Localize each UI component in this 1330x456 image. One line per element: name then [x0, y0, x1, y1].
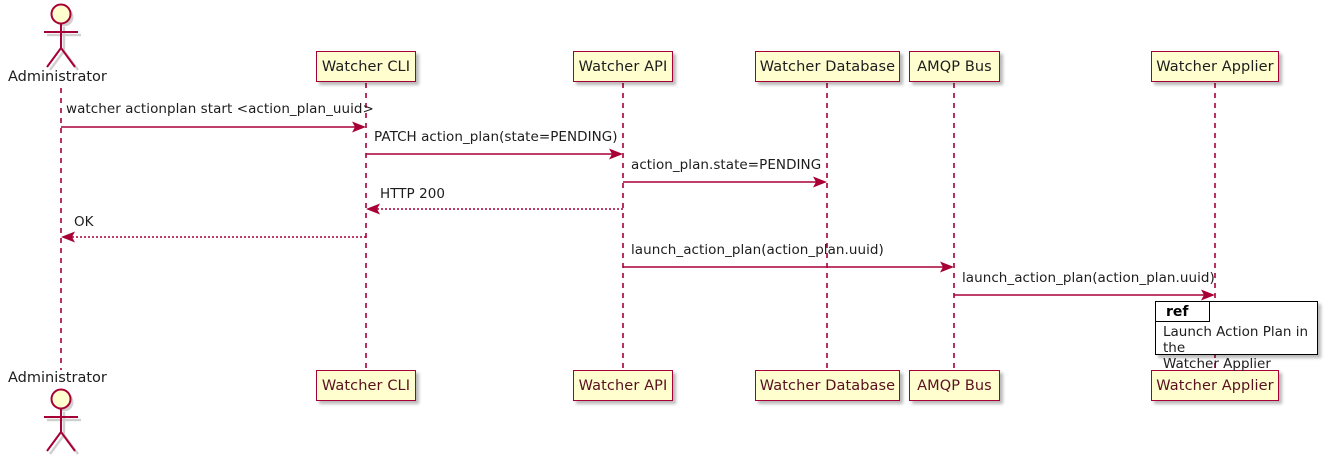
participant-box-watcher-cli-top[interactable]: Watcher CLI	[316, 51, 416, 82]
message-arrow-2	[366, 148, 623, 160]
ref-fragment-tab	[1156, 302, 1210, 322]
participant-box-label: Watcher API	[578, 58, 668, 75]
message-arrow-6	[623, 261, 954, 273]
participant-box-label: Watcher API	[578, 377, 668, 394]
participant-box-label: Watcher CLI	[321, 58, 411, 75]
message-label-6: launch_action_plan(action_plan.uuid)	[631, 242, 884, 258]
message-label-2: PATCH action_plan(state=PENDING)	[374, 129, 618, 145]
participant-label-administrator-bottom: Administrator	[8, 370, 107, 386]
participant-box-watcher-applier-bottom[interactable]: Watcher Applier	[1151, 370, 1279, 401]
message-arrow-5	[61, 231, 366, 243]
message-label-3: action_plan.state=PENDING	[631, 157, 822, 173]
participant-box-watcher-api-bottom[interactable]: Watcher API	[573, 370, 673, 401]
message-label-1: watcher actionplan start <action_plan_uu…	[66, 101, 374, 117]
participant-box-watcher-database-bottom[interactable]: Watcher Database	[755, 370, 900, 401]
message-arrow-7	[954, 289, 1215, 301]
actor-head-icon	[50, 3, 72, 25]
message-arrow-3	[623, 176, 827, 188]
message-arrow-1	[61, 121, 366, 133]
message-label-5: OK	[74, 214, 94, 230]
actor-head-icon	[50, 388, 72, 410]
actor-administrator-top	[44, 3, 81, 71]
participant-box-watcher-applier-top[interactable]: Watcher Applier	[1151, 51, 1279, 82]
participant-box-watcher-database-top[interactable]: Watcher Database	[755, 51, 900, 82]
ref-fragment-box: ref Launch Action Plan in the Watcher Ap…	[1155, 301, 1318, 372]
ref-fragment-text: Launch Action Plan in the Watcher Applie…	[1163, 324, 1309, 372]
participant-box-label: AMQP Bus	[917, 377, 992, 394]
participant-box-label: Watcher Applier	[1156, 58, 1274, 75]
participant-box-label: Watcher Database	[759, 58, 896, 75]
participant-box-watcher-api-top[interactable]: Watcher API	[573, 51, 673, 82]
participant-box-label: Watcher Applier	[1156, 377, 1274, 394]
actor-administrator-bottom	[44, 388, 81, 455]
message-label-7: launch_action_plan(action_plan.uuid)	[962, 270, 1215, 286]
message-arrow-4	[366, 203, 623, 215]
participant-label-administrator-top: Administrator	[8, 69, 107, 85]
participant-box-label: Watcher Database	[759, 377, 896, 394]
participant-box-label: Watcher CLI	[321, 377, 411, 394]
participant-box-label: AMQP Bus	[917, 58, 992, 75]
participant-box-amqp-bus-top[interactable]: AMQP Bus	[909, 51, 1000, 82]
message-label-4: HTTP 200	[380, 186, 446, 202]
participant-box-watcher-cli-bottom[interactable]: Watcher CLI	[316, 370, 416, 401]
participant-box-amqp-bus-bottom[interactable]: AMQP Bus	[909, 370, 1000, 401]
ref-fragment-tab-label: ref	[1166, 304, 1189, 320]
